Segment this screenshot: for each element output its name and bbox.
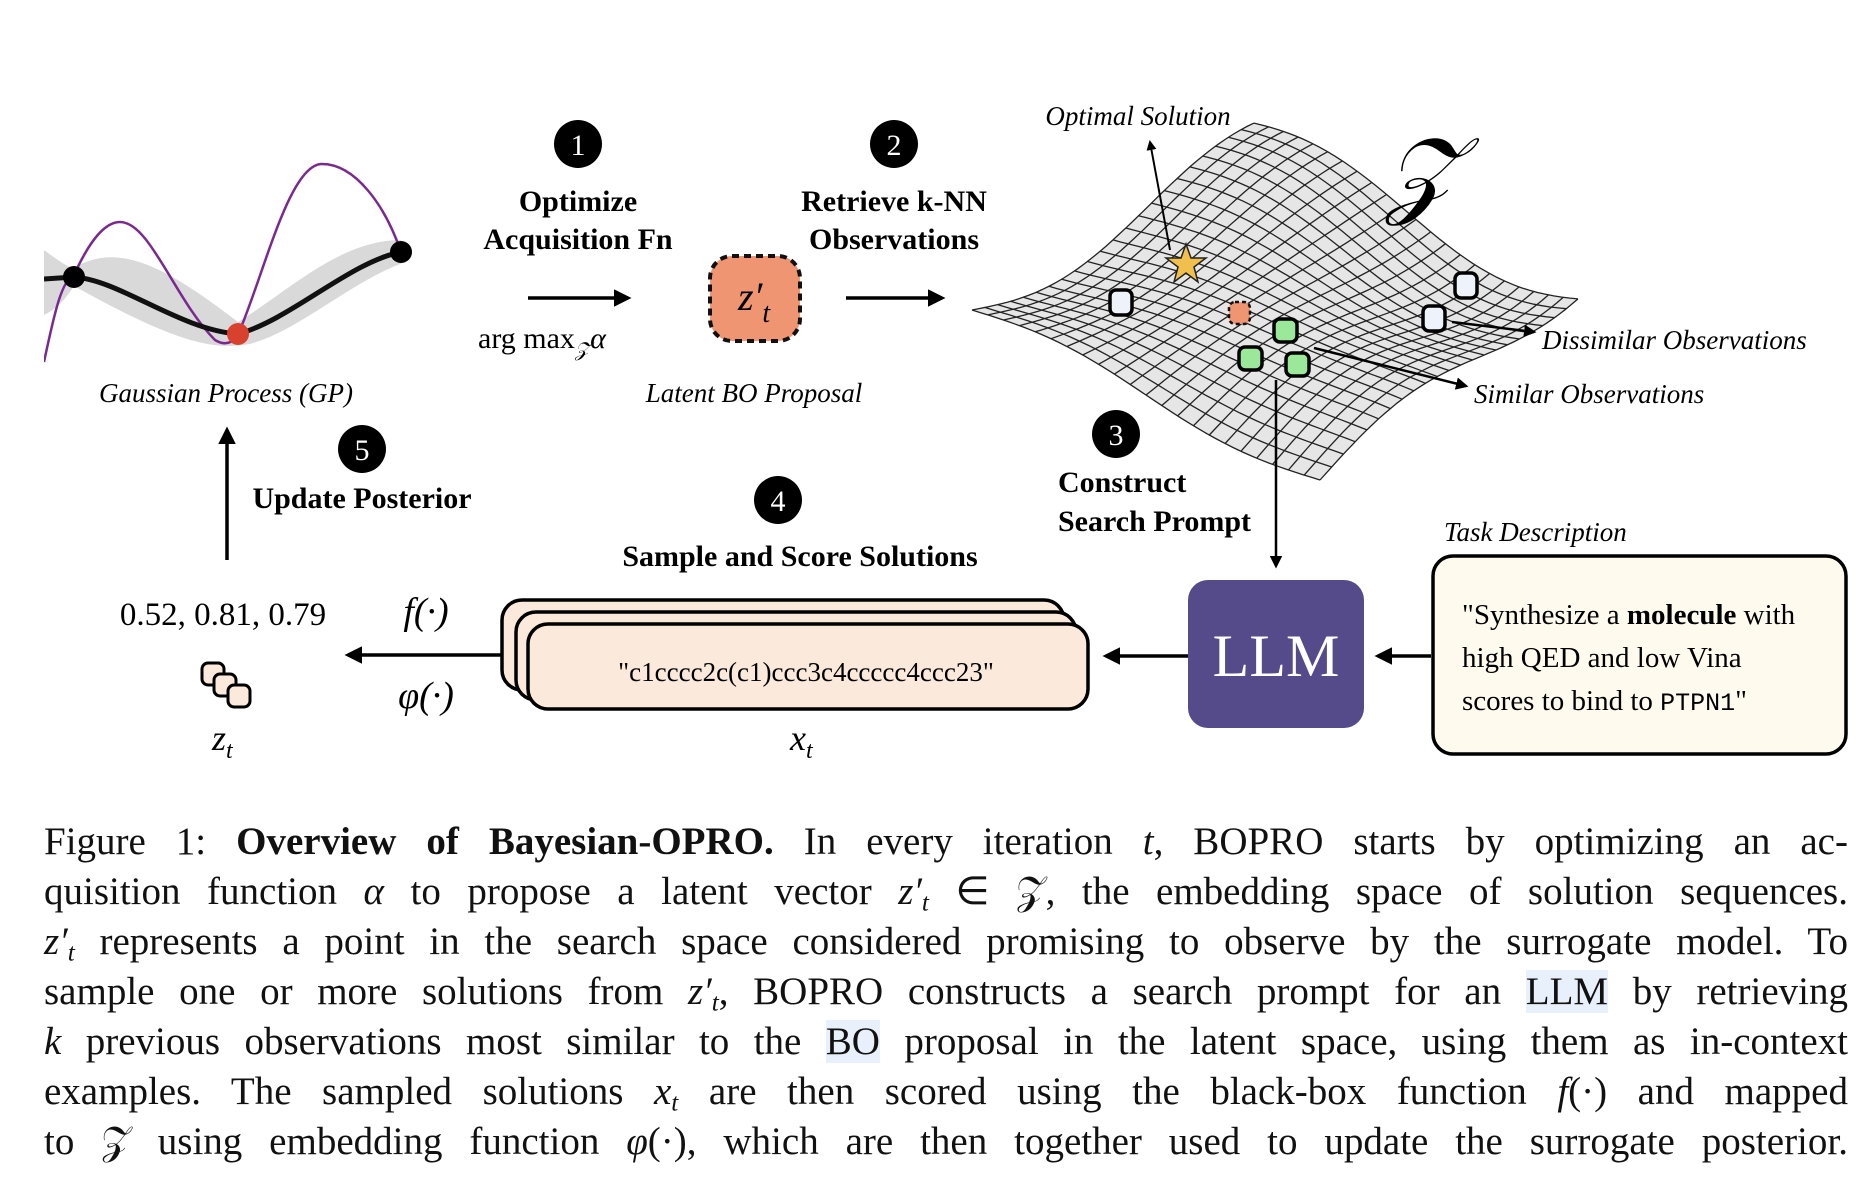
step-1-label: Acquisition Fn (483, 223, 673, 256)
step-2-number: 2 (887, 129, 902, 162)
caption-line: k previous observations most similar to … (44, 1020, 1848, 1063)
task-description-text: "Synthesize a molecule with (1462, 599, 1796, 631)
llm-box (1188, 580, 1364, 728)
latent-space-surface (971, 122, 1579, 481)
caption-line: examples. The sampled solutions xt are t… (44, 1070, 1848, 1117)
task-description-text: high QED and low Vina (1462, 642, 1742, 674)
caption-line: sample one or more solutions from z′t, B… (44, 970, 1848, 1017)
step-1-badge (554, 120, 602, 168)
llm-label: LLM (1213, 623, 1340, 689)
latent-symbol: zt (211, 718, 234, 764)
surface-grid-line (1272, 291, 1535, 465)
bo-link[interactable]: BO (825, 1020, 880, 1063)
step-1-number: 1 (571, 129, 586, 162)
surface-grid-line (1125, 227, 1461, 366)
bopro-overview-diagram: Gaussian Process (GP) 1 Optimize Acquisi… (44, 101, 1848, 764)
embedding-function: φ(·) (398, 675, 454, 717)
step-3-badge (1092, 410, 1140, 458)
surface-grid-line (1177, 243, 1446, 417)
gp-observation-point (63, 266, 85, 288)
similar-observation (1237, 345, 1264, 372)
latent-proposal-label: Latent BO Proposal (645, 378, 863, 408)
surface-grid-line (1176, 177, 1508, 346)
proposal-point (1227, 300, 1252, 326)
surface-grid-line (1228, 136, 1555, 319)
gp-uncertainty-band (44, 240, 405, 346)
caption-line: Figure 1: Overview of Bayesian-OPRO. In … (44, 820, 1848, 863)
latent-proposal-box (708, 254, 802, 343)
surface-grid-line (1303, 296, 1564, 476)
latent-proposal-symbol: z′t (737, 274, 771, 329)
surface-grid-line (1208, 264, 1476, 436)
argmax-formula: arg max𝒵α (478, 322, 607, 361)
similar-arrow (1313, 346, 1469, 390)
step-4-number: 4 (771, 485, 786, 518)
step-2-badge (870, 120, 918, 168)
llm-link[interactable]: LLM (1525, 970, 1609, 1013)
similar-observation (1272, 317, 1299, 344)
step-3-number: 3 (1109, 419, 1124, 452)
step-5-badge (338, 425, 386, 473)
surface-grid-line (1215, 145, 1543, 327)
surface-fill (972, 123, 1578, 480)
gp-observation-point (390, 241, 412, 263)
optimal-arrow (1146, 140, 1171, 251)
dissimilar-observation (1108, 288, 1134, 317)
surface-grid-line (1112, 239, 1450, 372)
surface-grid-line (1202, 155, 1532, 334)
step-2-label: Retrieve k-NN (801, 185, 987, 218)
dissimilar-arrow (1451, 320, 1537, 337)
surface-grid-line (1287, 294, 1549, 471)
solution-symbol: xt (789, 718, 814, 764)
similar-observations-label: Similar Observations (1474, 379, 1704, 409)
surface-grid-line (1164, 189, 1497, 351)
step-4-label: Sample and Score Solutions (622, 540, 977, 573)
step-2-label: Observations (809, 223, 979, 256)
step-1-label: Optimize (519, 185, 637, 218)
surface-grid-line (1256, 286, 1520, 459)
score-values: 0.52, 0.81, 0.79 (120, 597, 326, 633)
task-description-box (1431, 554, 1848, 756)
solution-sequence: "c1cccc2c(c1)ccc3c4ccccc4ccc23" (618, 657, 994, 687)
surface-grid-line (1224, 272, 1491, 444)
step-3-label: Construct (1058, 466, 1186, 499)
caption-line: z′t represents a point in the search spa… (44, 920, 1848, 967)
similar-observation (1284, 351, 1311, 378)
dissimilar-observations-label: Dissimilar Observations (1541, 325, 1807, 355)
step-3-label: Search Prompt (1058, 505, 1251, 538)
surface-grid-line (1240, 280, 1505, 452)
solution-card-front (526, 622, 1090, 711)
caption-line: to 𝒵 using embedding function φ(·), whic… (44, 1120, 1848, 1163)
step-4-badge (754, 476, 802, 524)
score-function: f(·) (403, 591, 448, 633)
surface-grid-line (1151, 202, 1485, 356)
gp-label: Gaussian Process (GP) (99, 378, 353, 408)
step-5-label: Update Posterior (252, 482, 471, 515)
star-icon (1163, 241, 1209, 284)
surface-grid-line (1161, 231, 1432, 406)
task-description-text: scores to bind to PTPN1" (1462, 685, 1747, 718)
surface-grid-line (1241, 128, 1567, 310)
caption-line: quisition function α to propose a latent… (44, 870, 1848, 917)
step-5-number: 5 (355, 434, 370, 467)
surface-grid-line (1253, 122, 1579, 300)
surface-grid-line (1189, 166, 1520, 340)
surface-grid-line (1193, 254, 1461, 427)
latent-vectors-icon (200, 661, 252, 709)
dissimilar-observation (1453, 271, 1479, 300)
gp-plot (44, 162, 405, 363)
optimal-solution-label: Optimal Solution (1045, 101, 1230, 131)
gp-proposal-point (227, 323, 249, 345)
latent-space-symbol: 𝒵 (1383, 119, 1480, 226)
surface-grid-line (1138, 215, 1473, 361)
task-description-label: Task Description (1444, 517, 1627, 547)
dissimilar-observation (1421, 304, 1447, 333)
